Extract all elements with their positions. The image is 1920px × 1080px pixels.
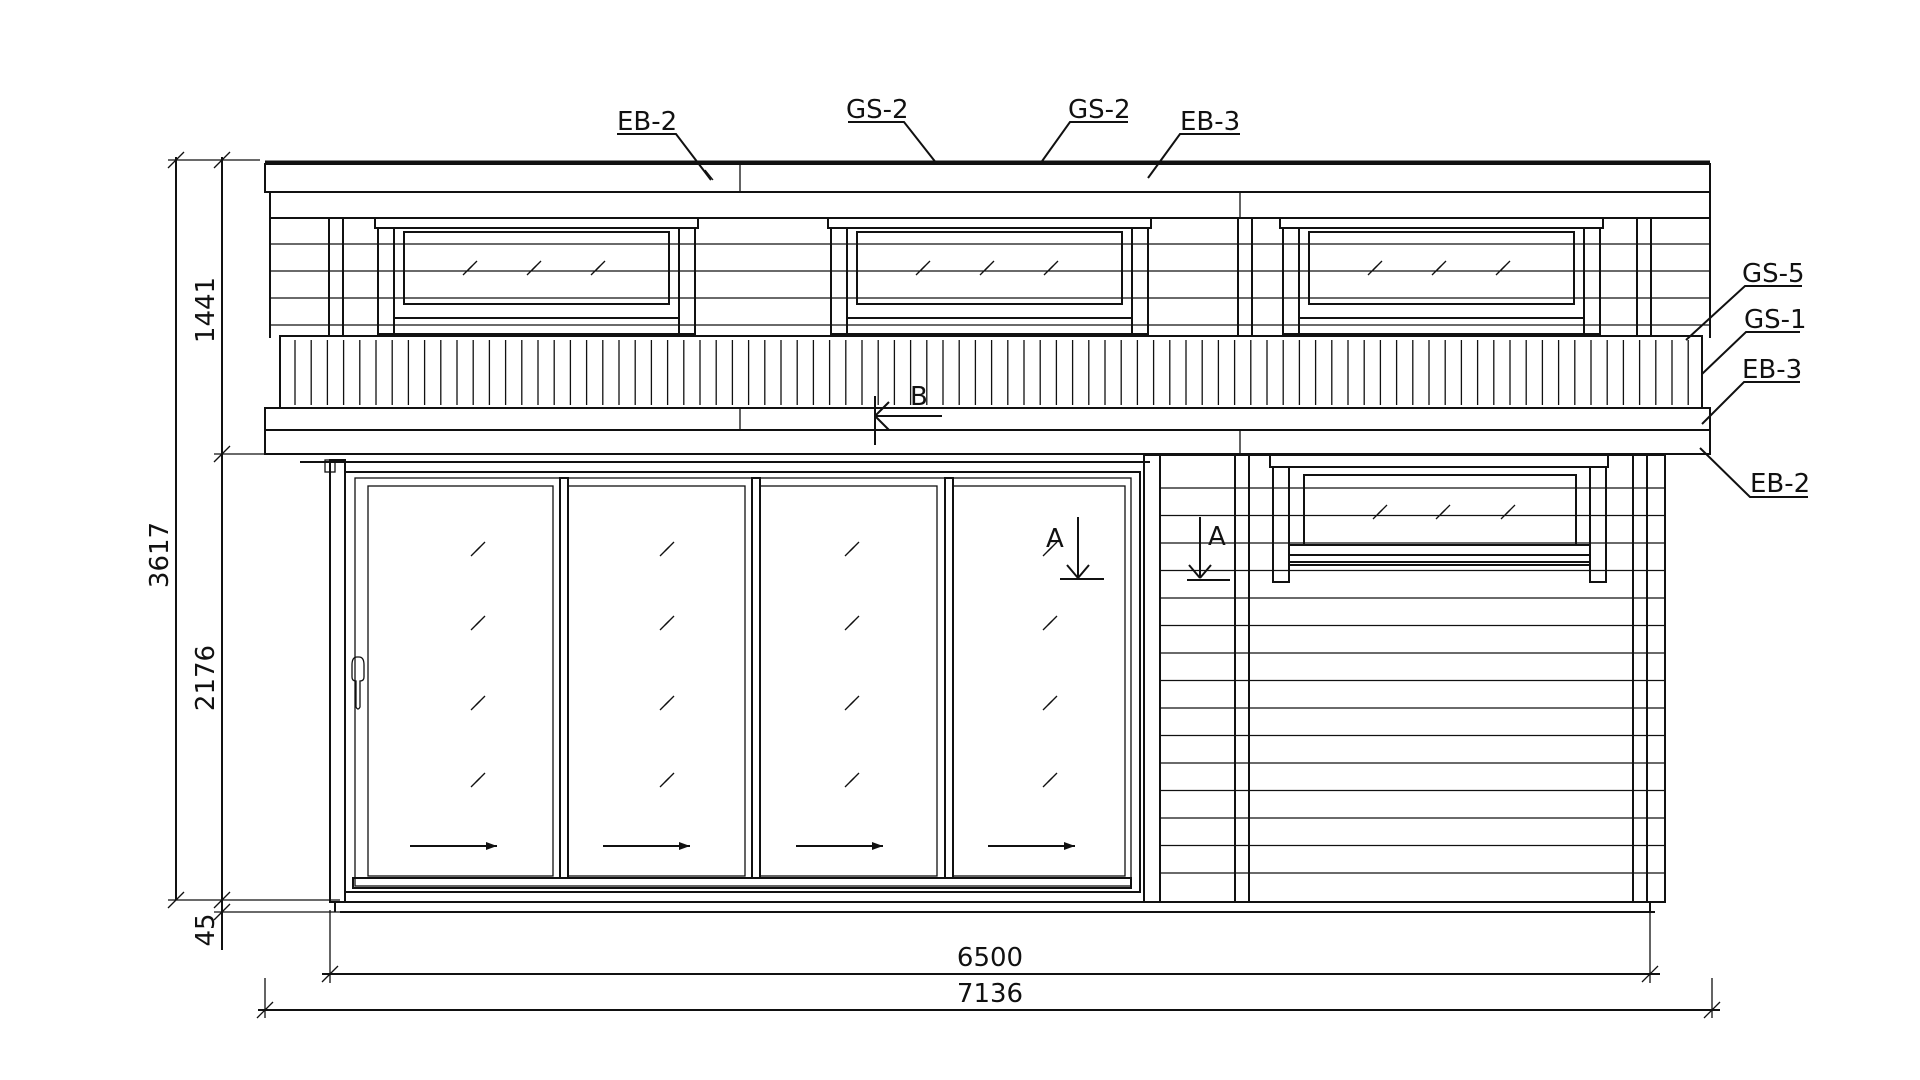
callout-eb3-right-label: EB-3 [1742, 355, 1802, 385]
ground-left-post [324, 459, 346, 903]
callout-eb2-top-label: EB-2 [617, 107, 677, 137]
callout-eb3-top: EB-3 [1147, 107, 1240, 179]
upper-log-wall [269, 217, 1711, 338]
door-glass-pane [759, 485, 938, 877]
section-mark-b: B [874, 382, 942, 445]
dimension-upper-height: 1441 [191, 277, 221, 343]
door-mullion [559, 477, 569, 879]
glass-hatch-dot [475, 620, 481, 626]
door-side-post [1143, 454, 1161, 903]
glass-hatch-dot [849, 700, 855, 706]
callout-gs1: GS-1 [1701, 305, 1807, 375]
glass-hatch-dot [920, 265, 926, 271]
glass-hatch-dot [467, 265, 473, 271]
glass-hatch-dot [664, 546, 670, 552]
glass-hatch-dot [664, 620, 670, 626]
glass-hatch-dot [1047, 546, 1053, 552]
glass-hatch-dot [1505, 509, 1511, 515]
callout-eb2-top: EB-2 [617, 107, 714, 181]
door-glass-pane [367, 485, 554, 877]
section-mark-a-right: A [1187, 517, 1230, 581]
dimension-inner-width: 6500 [957, 943, 1023, 973]
glass-hatch-dot [475, 546, 481, 552]
glass-marks [462, 260, 1516, 788]
glass-hatch-dot [1436, 265, 1442, 271]
floor-beam [264, 407, 1711, 463]
glass-hatch-dot [1372, 265, 1378, 271]
dimension-base-height: 45 [191, 913, 221, 946]
glass-hatch-dot [1048, 265, 1054, 271]
callout-gs2-right: GS-2 [1039, 95, 1131, 165]
glass-hatch-dot [849, 620, 855, 626]
callout-gs5-label: GS-5 [1742, 259, 1805, 289]
glass-hatch-dot [1500, 265, 1506, 271]
callout-gs2-left: GS-2 [846, 95, 938, 165]
callout-eb2-right: EB-2 [1699, 447, 1810, 499]
glass-hatch-dot [984, 265, 990, 271]
callout-eb3-top-label: EB-3 [1180, 107, 1240, 137]
section-mark-a-left: A [1046, 517, 1104, 580]
dimension-total-width: 7136 [957, 979, 1023, 1009]
callout-gs1-label: GS-1 [1744, 305, 1807, 335]
door-mullion [751, 477, 761, 879]
upper-window-center [827, 217, 1152, 335]
dimension-horizontal-inner: 6500 [321, 910, 1660, 983]
roof-fascia [264, 160, 1711, 219]
base-line [330, 901, 1665, 913]
callout-eb2-right-label: EB-2 [1750, 469, 1810, 499]
callout-eb3-right: EB-3 [1701, 355, 1802, 425]
dimension-total-height: 3617 [145, 522, 175, 588]
section-label-b: B [910, 382, 928, 412]
dimension-horizontal-total: 7136 [256, 978, 1721, 1019]
glass-hatch-dot [475, 700, 481, 706]
slatted-band [279, 335, 1703, 409]
door-glass-pane [567, 485, 746, 877]
dimension-vertical-parts: 1441 2176 45 [191, 151, 340, 950]
ground-right-wall [1159, 454, 1666, 903]
section-label-a-right: A [1208, 522, 1226, 552]
glass-hatch-dot [475, 777, 481, 783]
door-mullion [944, 477, 954, 879]
upper-window-right [1279, 217, 1604, 335]
glass-hatch-dot [1377, 509, 1383, 515]
glass-hatch-dot [1440, 509, 1446, 515]
glass-hatch-dot [849, 546, 855, 552]
glass-hatch-dot [1047, 777, 1053, 783]
callout-gs5: GS-5 [1685, 259, 1805, 341]
callout-gs2-right-label: GS-2 [1068, 95, 1131, 125]
section-label-a-left: A [1046, 524, 1064, 554]
glass-hatch-dot [849, 777, 855, 783]
sliding-door [344, 471, 1141, 893]
dimension-vertical-total: 3617 [145, 151, 340, 909]
glass-hatch-dot [664, 700, 670, 706]
lower-window [1269, 454, 1609, 583]
upper-window-left [374, 217, 699, 335]
door-glass-pane [952, 485, 1126, 877]
glass-hatch-dot [595, 265, 601, 271]
door-handle-icon [351, 656, 365, 710]
callout-gs2-left-label: GS-2 [846, 95, 909, 125]
dimension-lower-height: 2176 [191, 645, 221, 711]
glass-hatch-dot [531, 265, 537, 271]
glass-hatch-dot [1047, 700, 1053, 706]
glass-hatch-dot [1047, 620, 1053, 626]
glass-hatch-dot [664, 777, 670, 783]
